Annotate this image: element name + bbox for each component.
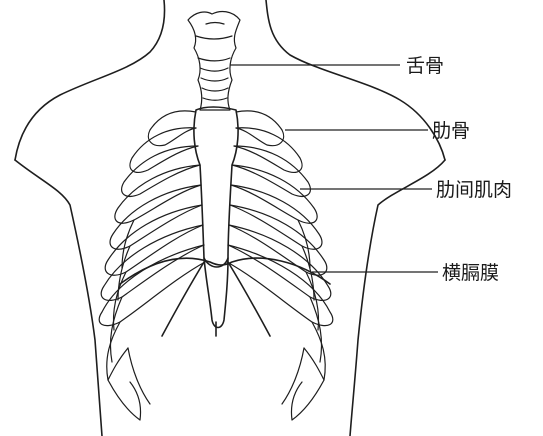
- sternum: [194, 107, 238, 336]
- trachea: [188, 12, 240, 110]
- label-diaphragm: 横膈膜: [442, 262, 499, 284]
- label-hyoid: 舌骨: [406, 55, 444, 77]
- right-ribs: [227, 111, 333, 420]
- label-intercostal: 肋间肌肉: [436, 179, 512, 201]
- diaphragm: [120, 258, 330, 336]
- labels: 舌骨 肋骨 肋间肌肉 横膈膜: [406, 55, 512, 284]
- leader-lines: [230, 65, 438, 272]
- label-rib: 肋骨: [432, 120, 470, 142]
